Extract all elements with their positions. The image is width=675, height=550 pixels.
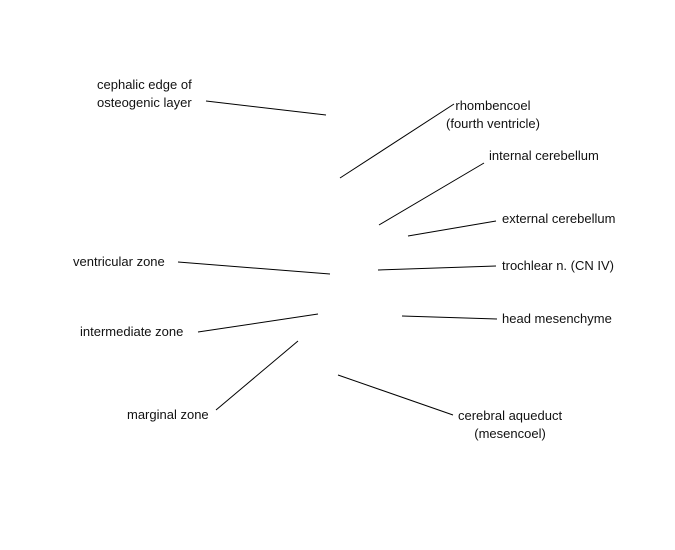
- label-rhombencoel: rhombencoel (fourth ventricle): [446, 97, 540, 133]
- leader-line-head-mesenchyme: [401, 315, 498, 320]
- label-ventricular-zone: ventricular zone: [73, 254, 165, 269]
- leader-line-trochlear-nerve: [377, 265, 497, 271]
- label-cephalic-edge-osteogenic-layer: cephalic edge of osteogenic layer: [97, 76, 192, 112]
- label-external-cerebellum: external cerebellum: [502, 211, 616, 226]
- label-marginal-zone: marginal zone: [127, 407, 209, 422]
- leader-line-external-cerebellum: [407, 220, 497, 237]
- leader-line-cerebral-aqueduct: [337, 374, 454, 416]
- label-line-1: cerebral aqueduct: [458, 408, 563, 423]
- label-line-2: osteogenic layer: [97, 95, 192, 110]
- label-line-1: cephalic edge of: [97, 77, 192, 92]
- leader-line-rhombencoel: [339, 103, 455, 179]
- label-line-2: (mesencoel): [474, 426, 546, 441]
- label-head-mesenchyme: head mesenchyme: [502, 311, 612, 326]
- leader-line-cephalic-edge: [205, 100, 327, 116]
- leader-line-marginal-zone: [215, 340, 299, 411]
- label-intermediate-zone: intermediate zone: [80, 324, 184, 339]
- label-line-1: rhombencoel: [455, 98, 531, 113]
- label-trochlear-nerve: trochlear n. (CN IV): [502, 258, 614, 273]
- label-cerebral-aqueduct: cerebral aqueduct (mesencoel): [458, 407, 562, 443]
- label-line-2: (fourth ventricle): [446, 116, 540, 131]
- leader-line-ventricular-zone: [177, 261, 331, 275]
- label-internal-cerebellum: internal cerebellum: [489, 148, 599, 163]
- leader-line-internal-cerebellum: [378, 162, 485, 226]
- leader-line-intermediate-zone: [197, 313, 319, 333]
